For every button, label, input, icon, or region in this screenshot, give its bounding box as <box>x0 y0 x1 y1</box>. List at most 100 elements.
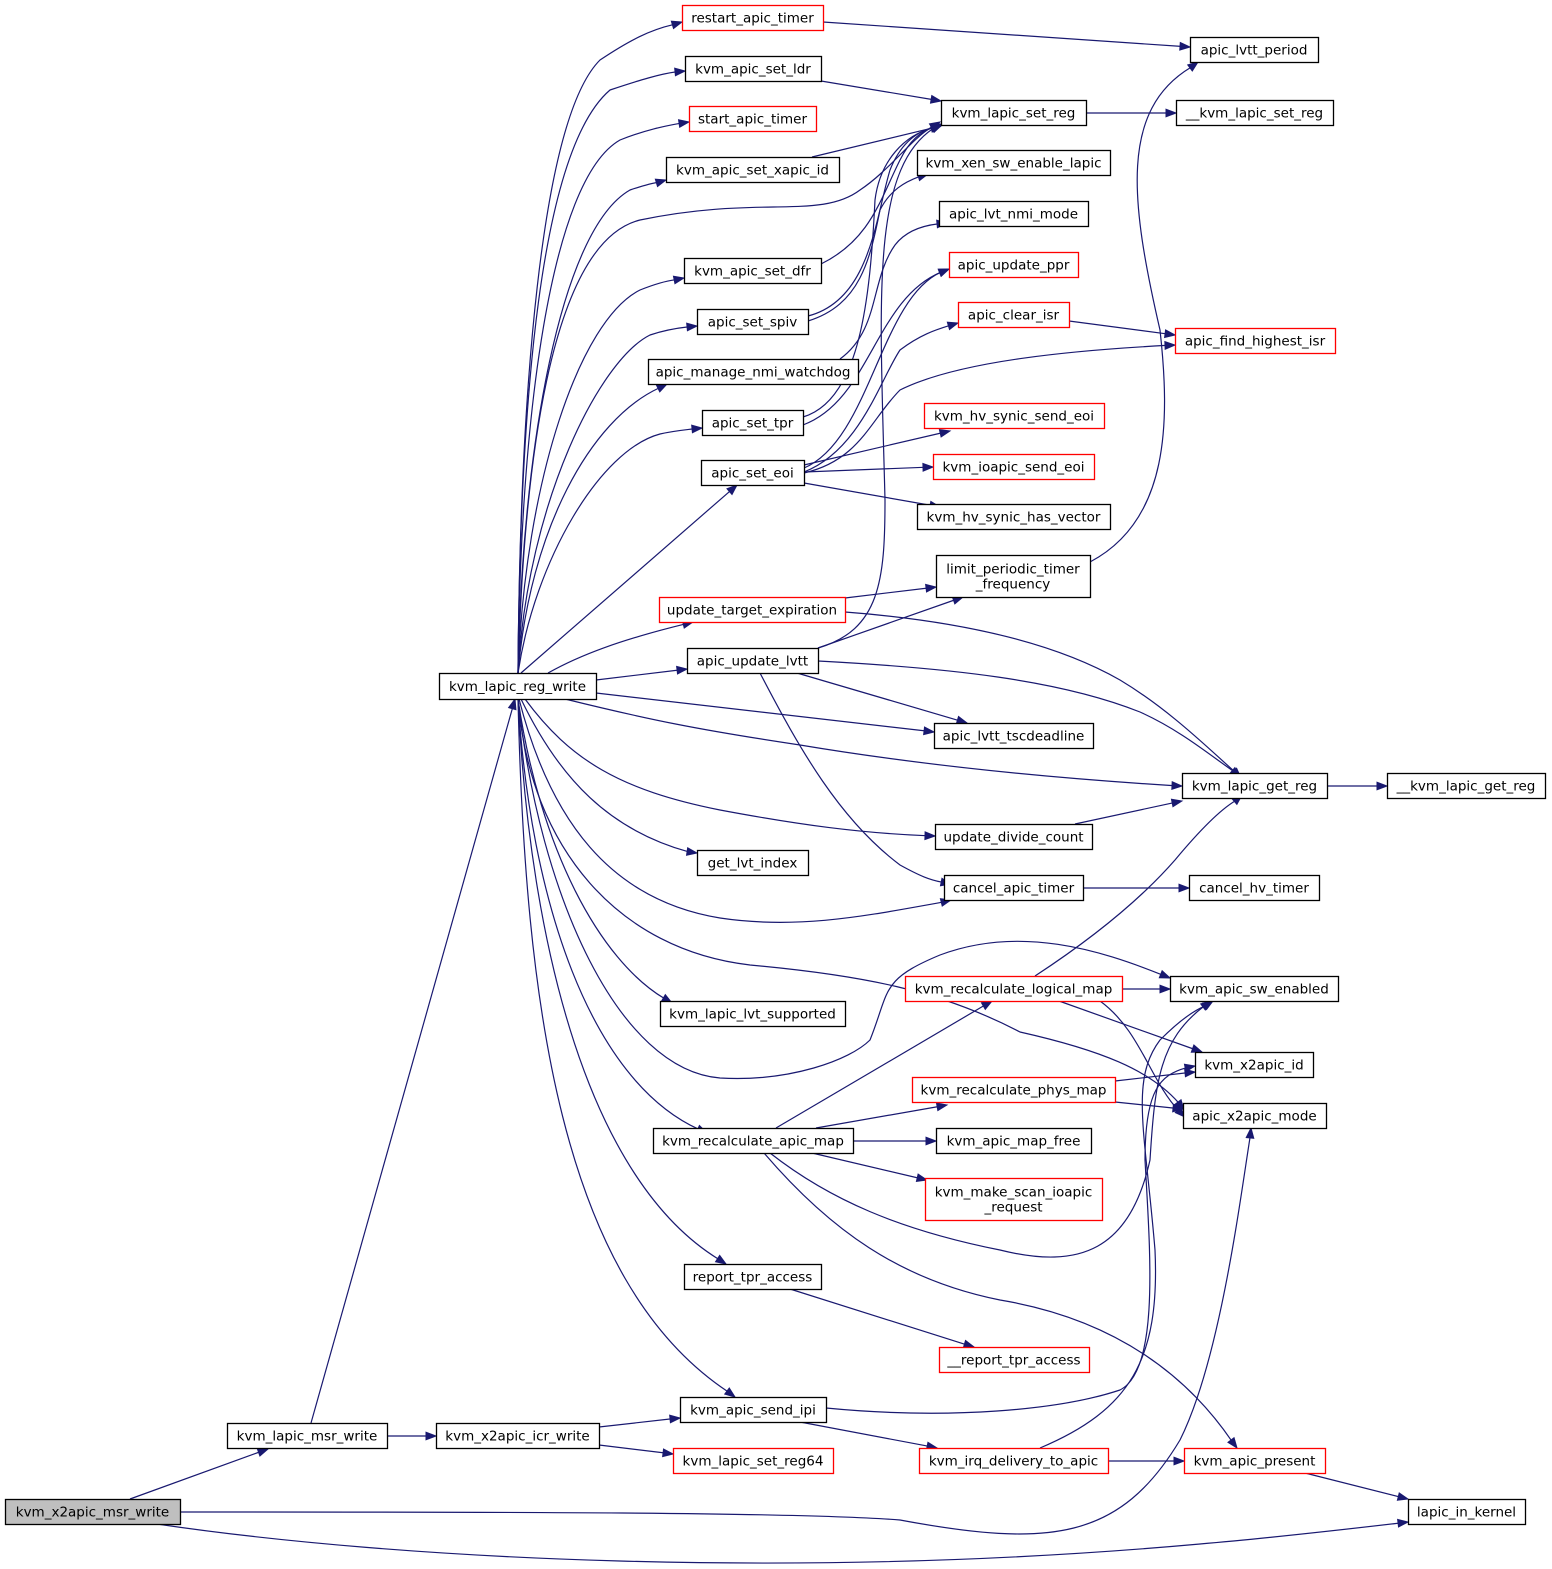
edge-kvm_x2apic_msr_write-to-apic_x2apic_mode <box>179 1126 1255 1535</box>
edge-kvm_recalculate_apic_map-to-kvm_recalculate_phys_map <box>815 1102 949 1129</box>
node-label: kvm_xen_sw_enable_lapic <box>926 156 1102 172</box>
node-label: kvm_recalculate_logical_map <box>915 982 1113 998</box>
node-box <box>924 1177 1104 1222</box>
node-label: kvm_lapic_get_reg <box>1192 779 1317 795</box>
edge-kvm_lapic_reg_write-to-apic_set_eoi <box>520 484 739 674</box>
edge-apic_set_eoi-to-apic_clear_isr <box>803 321 960 473</box>
node-kvm_irq_delivery_to_apic[interactable]: kvm_irq_delivery_to_apic <box>918 1447 1110 1475</box>
node-update_divide_count[interactable]: update_divide_count <box>934 823 1094 851</box>
node-label: kvm_irq_delivery_to_apic <box>929 1454 1098 1470</box>
node-box <box>904 975 1124 1003</box>
node-kvm_recalculate_logical_map[interactable]: kvm_recalculate_logical_map <box>904 975 1124 1003</box>
node-label: kvm_x2apic_icr_write <box>445 1429 589 1445</box>
edge-kvm_apic_set_ldr-to-kvm_lapic_set_reg <box>820 80 943 104</box>
node-box <box>948 251 1080 279</box>
edge-apic_clear_isr-to-apic_find_highest_isr <box>1068 320 1177 339</box>
node-label: kvm_apic_set_dfr <box>694 264 811 280</box>
node-__report_tpr_access[interactable]: __report_tpr_access <box>938 1346 1091 1374</box>
node-update_target_expiration[interactable]: update_target_expiration <box>658 596 847 624</box>
node-kvm_apic_send_ipi[interactable]: kvm_apic_send_ipi <box>679 1396 828 1424</box>
edge-kvm_lapic_reg_write-to-update_divide_count <box>524 698 937 841</box>
node-kvm_x2apic_id[interactable]: kvm_x2apic_id <box>1194 1051 1315 1079</box>
node-kvm_apic_map_free[interactable]: kvm_apic_map_free <box>935 1127 1093 1155</box>
edge-kvm_lapic_reg_write-to-apic_update_lvtt <box>595 665 689 681</box>
node-kvm_recalculate_apic_map[interactable]: kvm_recalculate_apic_map <box>652 1127 855 1155</box>
node-kvm_make_scan_ioapic_request[interactable]: kvm_make_scan_ioapic_request <box>924 1177 1104 1222</box>
node-apic_find_highest_isr[interactable]: apic_find_highest_isr <box>1174 327 1337 355</box>
edge-update_target_expiration-to-limit_periodic_timer_frequency <box>844 583 938 599</box>
edge-cancel_apic_timer-to-cancel_hv_timer <box>1083 883 1191 893</box>
node-kvm_apic_sw_enabled[interactable]: kvm_apic_sw_enabled <box>1169 975 1340 1003</box>
node-kvm_apic_present[interactable]: kvm_apic_present <box>1183 1447 1327 1475</box>
node-get_lvt_index[interactable]: get_lvt_index <box>696 849 810 877</box>
node-apic_update_ppr[interactable]: apic_update_ppr <box>948 251 1080 279</box>
node-kvm_hv_synic_has_vector[interactable]: kvm_hv_synic_has_vector <box>916 503 1112 531</box>
node-kvm_lapic_set_reg[interactable]: kvm_lapic_set_reg <box>940 99 1088 127</box>
node-kvm_ioapic_send_eoi[interactable]: kvm_ioapic_send_eoi <box>932 453 1096 481</box>
node-apic_update_lvtt[interactable]: apic_update_lvtt <box>686 647 820 675</box>
node-apic_clear_isr[interactable]: apic_clear_isr <box>957 301 1071 329</box>
edge-apic_update_lvtt-to-kvm_lapic_get_reg <box>817 660 1242 778</box>
node-apic_lvt_nmi_mode[interactable]: apic_lvt_nmi_mode <box>938 200 1090 228</box>
node-kvm_lapic_get_reg[interactable]: kvm_lapic_get_reg <box>1181 772 1329 800</box>
node-kvm_x2apic_icr_write[interactable]: kvm_x2apic_icr_write <box>435 1422 601 1450</box>
node-kvm_lapic_set_reg64[interactable]: kvm_lapic_set_reg64 <box>672 1447 835 1475</box>
edge-kvm_lapic_reg_write-to-get_lvt_index <box>520 698 699 856</box>
node-__kvm_lapic_set_reg[interactable]: __kvm_lapic_set_reg <box>1175 99 1335 127</box>
node-restart_apic_timer[interactable]: restart_apic_timer <box>681 4 825 32</box>
node-apic_set_tpr[interactable]: apic_set_tpr <box>701 409 805 437</box>
node-box <box>1386 772 1547 800</box>
node-apic_set_eoi[interactable]: apic_set_eoi <box>700 459 806 487</box>
node-apic_manage_nmi_watchdog[interactable]: apic_manage_nmi_watchdog <box>647 358 860 386</box>
node-box <box>438 672 598 701</box>
edge-kvm_lapic_reg_write-to-kvm_apic_send_ipi <box>517 698 737 1398</box>
node-start_apic_timer[interactable]: start_apic_timer <box>688 105 818 133</box>
edge-kvm_recalculate_apic_map-to-kvm_apic_present <box>763 1152 1238 1450</box>
edge-kvm_lapic_reg_write-to-apic_set_tpr <box>517 424 704 674</box>
node-label: cancel_apic_timer <box>953 881 1075 897</box>
edge-kvm_lapic_reg_write-to-apic_lvtt_tscdeadline <box>595 692 936 736</box>
edge-apic_update_lvtt-to-apic_lvtt_tscdeadline <box>796 672 969 725</box>
node-box <box>935 554 1092 599</box>
node-kvm_hv_synic_send_eoi[interactable]: kvm_hv_synic_send_eoi <box>923 402 1106 430</box>
node-label: _frequency <box>975 577 1050 593</box>
node-box <box>940 99 1088 127</box>
node-box <box>1175 99 1335 127</box>
node-cancel_apic_timer[interactable]: cancel_apic_timer <box>943 874 1085 902</box>
node-apic_x2apic_mode[interactable]: apic_x2apic_mode <box>1182 1102 1328 1130</box>
node-label: apic_set_spiv <box>708 315 798 331</box>
node-__kvm_lapic_get_reg[interactable]: __kvm_lapic_get_reg <box>1386 772 1547 800</box>
edge-kvm_lapic_msr_write-to-kvm_x2apic_icr_write <box>388 1431 438 1441</box>
node-apic_lvtt_tscdeadline[interactable]: apic_lvtt_tscdeadline <box>933 722 1095 750</box>
node-report_tpr_access[interactable]: report_tpr_access <box>683 1263 823 1291</box>
node-label: kvm_recalculate_apic_map <box>662 1134 844 1150</box>
node-box <box>943 874 1085 902</box>
node-kvm_apic_set_dfr[interactable]: kvm_apic_set_dfr <box>683 257 823 285</box>
node-kvm_recalculate_phys_map[interactable]: kvm_recalculate_phys_map <box>911 1076 1117 1104</box>
node-kvm_xen_sw_enable_lapic[interactable]: kvm_xen_sw_enable_lapic <box>916 149 1112 177</box>
node-label: apic_set_eoi <box>711 466 793 482</box>
node-box <box>684 55 823 83</box>
node-apic_set_spiv[interactable]: apic_set_spiv <box>696 308 810 336</box>
node-lapic_in_kernel[interactable]: lapic_in_kernel <box>1407 1498 1527 1526</box>
node-kvm_lapic_lvt_supported[interactable]: kvm_lapic_lvt_supported <box>659 1000 847 1028</box>
node-kvm_lapic_reg_write[interactable]: kvm_lapic_reg_write <box>438 672 598 701</box>
edge-kvm_recalculate_apic_map-to-kvm_make_scan_ioapic_request <box>811 1152 929 1183</box>
node-cancel_hv_timer[interactable]: cancel_hv_timer <box>1188 874 1321 902</box>
node-box <box>647 358 860 386</box>
edge-kvm_lapic_reg_write-to-kvm_lapic_lvt_supported <box>517 698 674 1004</box>
node-label: kvm_lapic_reg_write <box>449 679 586 695</box>
node-limit_periodic_timer_frequency[interactable]: limit_periodic_timer_frequency <box>935 554 1092 599</box>
edge-kvm_lapic_reg_write-to-update_target_expiration <box>547 620 695 674</box>
node-kvm_x2apic_msr_write[interactable]: kvm_x2apic_msr_write <box>4 1498 182 1526</box>
node-apic_lvtt_period[interactable]: apic_lvtt_period <box>1189 36 1320 64</box>
node-kvm_apic_set_ldr[interactable]: kvm_apic_set_ldr <box>684 55 823 83</box>
node-kvm_lapic_msr_write[interactable]: kvm_lapic_msr_write <box>226 1422 389 1450</box>
node-kvm_apic_set_xapic_id[interactable]: kvm_apic_set_xapic_id <box>665 156 841 184</box>
edge-kvm_x2apic_icr_write-to-kvm_apic_send_ipi <box>598 1414 682 1428</box>
node-label: restart_apic_timer <box>691 11 814 27</box>
node-box <box>1182 1102 1328 1130</box>
node-box <box>933 722 1095 750</box>
